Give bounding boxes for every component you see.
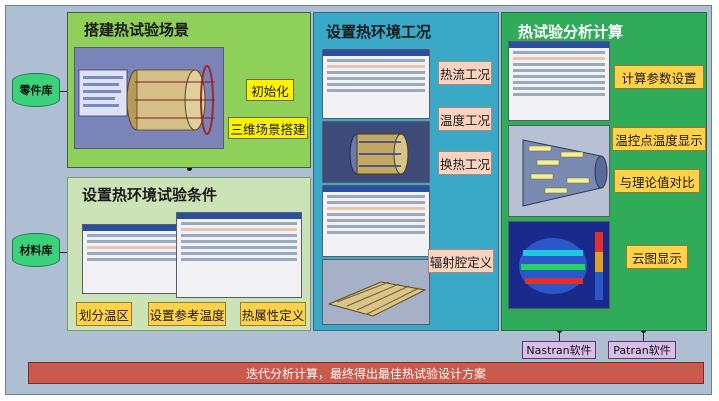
- nastran-software: Nastran软件: [522, 341, 596, 359]
- cone-model-icon: [522, 139, 608, 207]
- analysis-panel-title: 热试验分析计算: [518, 23, 624, 41]
- temperature-button[interactable]: 温度工况: [438, 107, 492, 131]
- conditions-panel-title: 设置热环境试验条件: [82, 186, 218, 204]
- initialize-button[interactable]: 初始化: [246, 79, 294, 101]
- heat-exchange-dialog-screenshot: [322, 185, 430, 257]
- scene-panel-title: 搭建热试验场景: [84, 21, 190, 39]
- radiation-cavity-icon: [327, 281, 427, 317]
- connector-nastran: [559, 331, 560, 341]
- connector-patran: [643, 331, 644, 341]
- thermal-props-button[interactable]: 热属性定义: [240, 302, 306, 326]
- parts-database: 零件库: [12, 73, 60, 107]
- scene-panel: 搭建热试验场景 初始化 三维场景搭建: [67, 12, 311, 168]
- contour-field-icon: [519, 232, 603, 300]
- contour-plot-screenshot: [508, 221, 610, 309]
- cylinder-model-icon: [78, 65, 215, 135]
- drum-model-icon: [349, 133, 409, 175]
- calc-params-dialog-screenshot: [508, 41, 610, 121]
- temperature-model-screenshot: [322, 121, 430, 183]
- calc-params-button[interactable]: 计算参数设置: [614, 65, 704, 89]
- environment-panel-title: 设置热环境工况: [326, 23, 432, 41]
- conditions-panel: 设置热环境试验条件 划分温区 设置参考温度 热属性定义: [67, 177, 311, 331]
- control-temp-display-button[interactable]: 温控点温度显示: [612, 127, 706, 151]
- set-ref-temp-button[interactable]: 设置参考温度: [148, 302, 226, 326]
- compare-theory-button[interactable]: 与理论值对比: [614, 169, 700, 193]
- patran-software: Patran软件: [608, 341, 676, 359]
- iteration-footer: 迭代分析计算，最终得出最佳热试验设计方案: [28, 362, 704, 384]
- cad-model-screenshot: [74, 47, 224, 149]
- radiation-cavity-button[interactable]: 辐射腔定义: [428, 249, 494, 273]
- connector-dot: [187, 166, 192, 171]
- property-dialog-screenshot: [176, 212, 302, 298]
- environment-panel: 设置热环境工况 热流工况 温度工况 换热工况 辐射腔定义: [313, 12, 499, 331]
- divide-temp-zones-button[interactable]: 划分温区: [76, 302, 132, 326]
- build-3d-scene-button[interactable]: 三维场景搭建: [228, 117, 308, 139]
- heat-flux-dialog-screenshot: [322, 49, 430, 119]
- heat-exchange-button[interactable]: 换热工况: [438, 151, 492, 175]
- control-point-screenshot: [508, 125, 610, 217]
- settings-dialog-screenshot: [82, 224, 186, 294]
- radiation-cavity-screenshot: [322, 259, 430, 325]
- materials-database: 材料库: [12, 233, 60, 267]
- heat-flux-button[interactable]: 热流工况: [438, 61, 492, 85]
- contour-display-button[interactable]: 云图显示: [626, 245, 688, 269]
- analysis-panel: 热试验分析计算 计算参数设置 温控点温度显示 与理论值对比 云图显示: [501, 12, 707, 331]
